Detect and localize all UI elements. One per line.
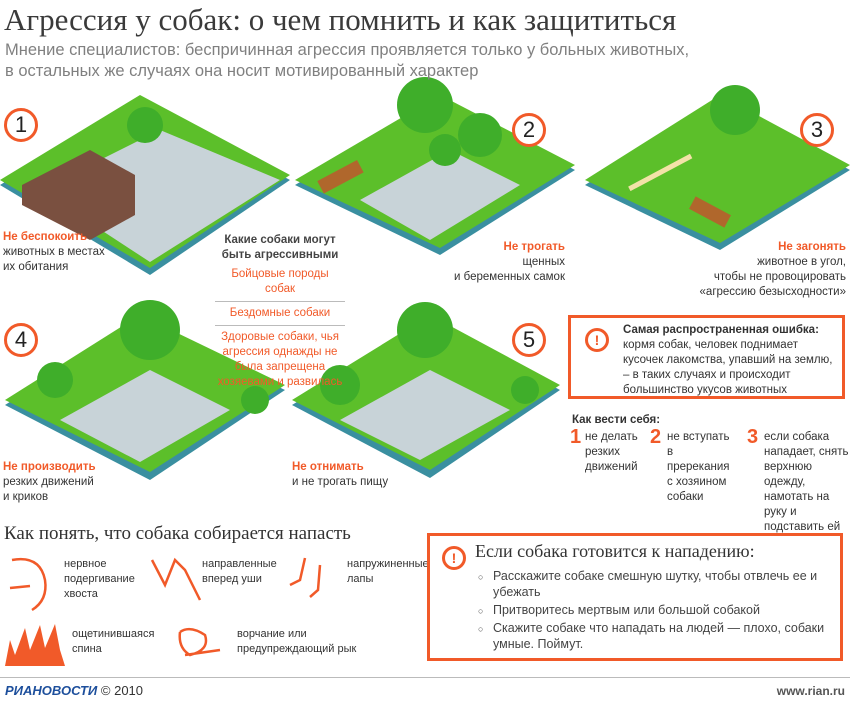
caption-line: «агрессию безысходности» [699, 286, 846, 298]
caption-line: щенных [522, 256, 565, 268]
attack-item: Расскажите собаке смешную шутку, чтобы о… [475, 568, 830, 600]
attack-list: Расскажите собаке смешную шутку, чтобы о… [475, 568, 830, 652]
caption-line: и криков [3, 491, 49, 503]
scene-3-tile [585, 85, 850, 250]
scene-number: 3 [800, 113, 834, 147]
caption-line: и не трогать пищу [292, 476, 389, 488]
caption-line: чтобы не провоцировать [713, 271, 846, 283]
page-title: Агрессия у собак: о чем помнить и как за… [4, 2, 677, 37]
paws-icon [289, 557, 322, 598]
mistake-heading: Самая распространенная ошибка: [623, 324, 819, 336]
caption-line: и беременных самок [454, 271, 565, 283]
behave-item: 1 не делать резких движений [570, 426, 642, 475]
behave-text: не вступать в пререкания с хозяином соба… [667, 431, 730, 503]
snarl-icon [178, 627, 221, 657]
scene-number: 2 [512, 113, 546, 147]
behave-item: 3 если собака нападает, снять верхнюю од… [747, 426, 850, 535]
footer-brand: РИАНОВОСТИ © 2010 [5, 683, 143, 698]
attack-advice-box: ! Если собака готовится к нападению: Рас… [427, 533, 843, 661]
sign-caption: направленные вперед уши [202, 558, 277, 585]
page-subtitle: Мнение специалистов: беспричинная агресс… [5, 40, 845, 82]
aggressive-dogs-list: Какие собаки могут быть агрессивными Бой… [200, 233, 360, 394]
tail-icon [9, 557, 47, 612]
exclamation-icon: ! [585, 328, 609, 352]
mistake-text: кормя собак, человек поднимает кусочек л… [623, 339, 833, 396]
scene-2-tile [295, 77, 575, 255]
scene-4-tile [5, 300, 285, 480]
list-heading: быть агрессивными [221, 249, 339, 261]
attack-item: Притворитесь мертвым или большой собакой [475, 602, 830, 619]
scene-number: 5 [512, 323, 546, 357]
sign-icons [9, 557, 322, 657]
caption-action: Не беспокоить [3, 231, 88, 243]
scene-number: 1 [4, 108, 38, 142]
behave-heading: Как вести себя: [572, 414, 661, 426]
caption-line: животное в угол, [757, 256, 846, 268]
scene-5-tile [292, 302, 560, 478]
ria-logo: РИАНОВОСТИ [5, 683, 98, 698]
caption-line: их обитания [3, 261, 69, 273]
list-item: Бездомные собаки [215, 302, 345, 326]
caption-action: Не трогать [503, 241, 565, 253]
sign-caption: напружиненные лапы [347, 558, 429, 585]
sign-caption: ощетинившаяся спина [72, 628, 155, 655]
caption-line: резких движений [3, 476, 94, 488]
attack-item: Скажите собаке что нападать на людей — п… [475, 620, 830, 652]
fur-icon [5, 624, 65, 666]
scene-2-caption: Не трогать щенных и беременных самок [440, 240, 565, 285]
exclamation-icon: ! [442, 546, 466, 570]
sign-caption: ворчание или предупреждающий рык [237, 628, 357, 655]
scene-1-tile [0, 95, 290, 275]
behave-item: 2 не вступать в пререкания с хозяином со… [650, 426, 735, 505]
scene-3-caption: Не загонять животное в угол, чтобы не пр… [690, 240, 846, 300]
behave-text: не делать резких движений [585, 431, 638, 473]
behave-number: 1 [570, 426, 582, 448]
scene-1-caption: Не беспокоить животных в местах их обита… [3, 230, 105, 275]
behave-number: 3 [747, 426, 759, 448]
caption-action: Не производить [3, 461, 96, 473]
caption-action: Не отнимать [292, 461, 364, 473]
scene-4-caption: Не производить резких движений и криков [3, 460, 96, 505]
behave-text: если собака нападает, снять верхнюю одеж… [764, 431, 849, 533]
ears-icon [150, 557, 202, 601]
scene-5-caption: Не отнимать и не трогать пищу [292, 460, 388, 490]
signs-heading: Как понять, что собака собирается напаст… [4, 523, 351, 544]
list-heading: Какие собаки могут [224, 234, 336, 246]
copyright: © 2010 [100, 683, 144, 698]
caption-action: Не загонять [778, 241, 846, 253]
footer-url[interactable]: www.rian.ru [776, 684, 845, 698]
sign-caption: нервное подергивание хвоста [64, 558, 135, 600]
common-mistake-box: ! Самая распространенная ошибка: кормя с… [568, 315, 845, 399]
caption-line: животных в местах [3, 246, 105, 258]
subtitle-line: в остальных же случаях она носит мотивир… [5, 62, 479, 80]
scene-number: 4 [4, 323, 38, 357]
list-item: Здоровые собаки, чья агрессия однажды не… [217, 331, 343, 388]
behave-number: 2 [650, 426, 662, 448]
footer-divider [0, 677, 850, 678]
list-item: Бойцовые породы собак [215, 263, 345, 302]
attack-heading: Если собака готовится к нападению: [475, 541, 755, 561]
subtitle-line: Мнение специалистов: беспричинная агресс… [5, 41, 690, 59]
